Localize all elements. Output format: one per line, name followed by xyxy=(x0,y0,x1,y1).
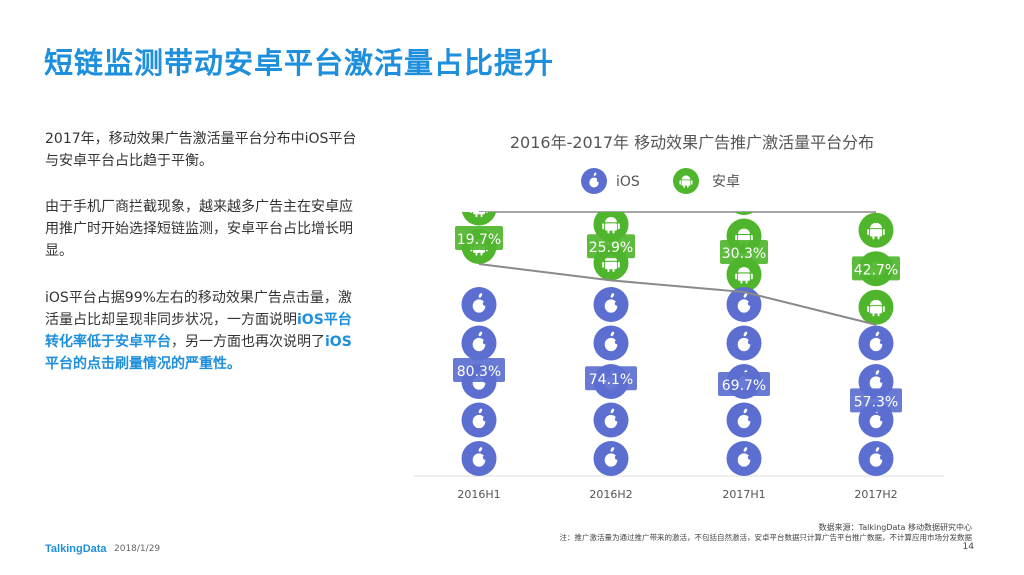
summary-paragraph: 2017年，移动效果广告激活量平台分布中iOS平台与安卓平台占比趋于平衡。 xyxy=(45,131,357,169)
conclusion-highlight-2: iOS平台的点击刷量情况的严重性。 xyxy=(45,334,352,372)
apple-icon xyxy=(461,325,497,361)
brand-logo: TalkingData xyxy=(45,543,107,555)
ios-connector-line xyxy=(478,263,612,282)
apple-icon xyxy=(726,325,762,361)
apple-icon xyxy=(461,402,497,438)
x-tick-label: 2017H2 xyxy=(854,488,897,501)
chart-title: 2016年-2017年 移动效果广告推广激活量平台分布 xyxy=(510,133,874,152)
conclusion-paragraph: iOS平台占据99%左右的移动效果广告点击量，激活量占比却呈现非同步状况，一方面… xyxy=(45,287,357,375)
apple-icon xyxy=(593,287,629,322)
apple-icon xyxy=(593,441,629,476)
bar-2017H1 xyxy=(726,212,762,476)
android-icon xyxy=(734,212,754,215)
apple-icon xyxy=(461,287,497,322)
page-title: 短链监测带动安卓平台激活量占比提升 xyxy=(44,46,555,80)
footer-date: 2018/1/29 xyxy=(114,544,161,554)
legend-android-icon xyxy=(673,168,699,194)
apple-icon xyxy=(726,441,762,476)
apple-icon xyxy=(726,402,762,438)
footnote: 注：推广激活量为通过推广带来的激活，不包括自然激活，安卓平台数据只计算广告平台推… xyxy=(559,533,973,542)
ios-connector-line xyxy=(743,291,877,326)
android-icon xyxy=(859,174,894,209)
page-number: 14 xyxy=(962,542,974,552)
ios-value-label: 80.3% xyxy=(457,364,501,380)
x-tick-label: 2016H1 xyxy=(457,488,500,501)
android-label-bg xyxy=(455,226,503,251)
x-tick-label: 2016H2 xyxy=(589,488,632,501)
data-source: 数据来源：TalkingData 移动数据研究中心 xyxy=(818,523,972,532)
reason-paragraph: 由于手机厂商拦截现象，越来越多广告主在安卓应用推广时开始选择短链监测，安卓平台占… xyxy=(45,199,353,259)
android-value-label: 30.3% xyxy=(722,246,766,262)
android-value-label: 19.7% xyxy=(457,232,501,248)
conclusion-text-1: iOS平台占据99%左右的移动效果广告点击量，激活量占比却呈现非同步状况，一方面… xyxy=(45,290,352,328)
ios-connector-line xyxy=(610,279,745,293)
apple-icon xyxy=(593,402,629,438)
bar-2016H2 xyxy=(593,212,629,476)
apple-icon xyxy=(726,287,762,322)
ios-label-bg xyxy=(585,366,637,391)
bar-2017H2 xyxy=(858,174,894,476)
android-value-label: 25.9% xyxy=(589,240,633,256)
apple-icon xyxy=(858,325,894,361)
android-icon xyxy=(858,212,894,248)
ios-value-label: 69.7% xyxy=(722,378,766,394)
apple-icon xyxy=(858,441,894,476)
conclusion-text-2: ，另一方面也再次说明了 xyxy=(171,334,325,350)
android-icon xyxy=(726,256,762,292)
legend-apple-icon xyxy=(581,168,607,194)
conclusion-highlight-1: iOS平台转化率低于安卓平台 xyxy=(45,312,352,350)
legend-label-android: 安卓 xyxy=(712,174,740,190)
x-tick-label: 2017H1 xyxy=(722,488,765,501)
ios-value-label: 57.3% xyxy=(854,394,898,410)
android-label-bg xyxy=(587,234,635,259)
android-label-bg xyxy=(720,239,768,264)
android-icon xyxy=(461,212,497,226)
android-value-label: 42.7% xyxy=(854,262,898,278)
ios-value-label: 74.1% xyxy=(589,372,633,388)
android-icon xyxy=(858,289,894,325)
ios-label-bg xyxy=(453,358,505,383)
android-label-bg xyxy=(852,256,900,281)
apple-icon xyxy=(461,441,497,476)
legend-label-ios: iOS xyxy=(616,174,640,190)
apple-icon xyxy=(593,325,629,361)
ios-label-bg xyxy=(718,371,770,396)
ios-label-bg xyxy=(850,388,902,413)
